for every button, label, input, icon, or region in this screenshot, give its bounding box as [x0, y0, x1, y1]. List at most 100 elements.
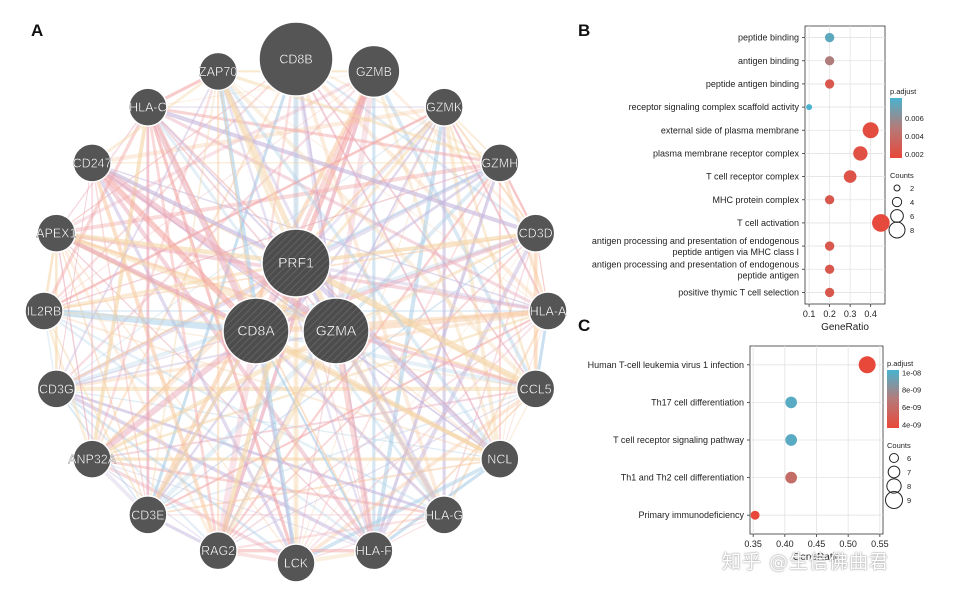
network-edge	[55, 231, 257, 334]
network-edge	[90, 106, 150, 460]
node-circle	[354, 530, 394, 571]
node-gzmk: GZMK	[424, 87, 464, 127]
network-edge	[333, 329, 447, 517]
panel-letter-c: C	[578, 316, 591, 335]
node-circle	[480, 143, 520, 183]
network-edge	[217, 71, 257, 332]
node-circle	[424, 87, 464, 127]
network-edge	[372, 70, 538, 390]
network-edge	[56, 309, 549, 391]
node-label: GZMH	[481, 156, 518, 170]
network-edge	[145, 105, 259, 333]
legend-size-title: Counts	[887, 441, 911, 450]
network-edge	[215, 329, 339, 552]
network-edge	[332, 330, 377, 552]
node-cd8a: CD8A	[222, 297, 290, 365]
node-label: CD3G	[39, 382, 74, 396]
network-edge	[147, 106, 297, 264]
network-edge	[91, 309, 549, 461]
node-label: NCL	[487, 453, 512, 467]
watermark: 知乎 @生信佛曲君	[722, 551, 890, 573]
network-edge	[294, 57, 550, 313]
network-edge	[295, 231, 536, 265]
dot-point	[806, 104, 813, 111]
node-hla-a: HLA-A	[528, 291, 568, 331]
category-label: Primary immunodeficiency	[638, 510, 744, 520]
legend-color-tick: 1e-08	[902, 368, 921, 377]
node-circle	[258, 21, 334, 97]
node-cd3g: CD3G	[36, 369, 77, 409]
dot-point	[785, 396, 797, 409]
dot-point	[853, 146, 868, 161]
node-circle	[24, 291, 64, 331]
node-label: CD247	[73, 156, 112, 170]
dot-point	[862, 122, 879, 139]
legend-size-circle	[886, 478, 902, 494]
network-edge	[55, 233, 93, 460]
network-edge	[335, 329, 537, 391]
node-label: CD8B	[279, 53, 312, 67]
node-gzmh: GZMH	[480, 143, 520, 183]
network-edge	[214, 330, 260, 552]
dot-point	[824, 32, 835, 43]
x-tick-label: 0.45	[808, 539, 826, 549]
node-label: GZMK	[426, 101, 463, 115]
node-circle	[261, 228, 331, 298]
network-edge	[55, 232, 297, 564]
node-circle	[198, 51, 238, 92]
network-edge	[294, 260, 538, 392]
network-edge	[91, 58, 297, 460]
network-edge	[255, 231, 537, 333]
dot-point	[824, 241, 835, 251]
category-label: T cell receptor complex	[706, 172, 799, 182]
network-edge	[216, 69, 538, 391]
network-edge	[55, 230, 337, 334]
network-edge	[55, 69, 375, 235]
network-edge	[55, 232, 375, 552]
node-circle	[276, 543, 316, 583]
network-edge	[55, 70, 375, 390]
node-circle	[198, 530, 238, 571]
network-edge	[55, 387, 375, 553]
network-edge	[217, 513, 445, 552]
node-label: CD3D	[519, 227, 553, 241]
category-label: external side of plasma membrane	[661, 125, 799, 135]
network-edge	[43, 58, 297, 312]
network-edge	[293, 58, 339, 332]
network-edge	[55, 106, 445, 390]
network-edges	[42, 57, 550, 565]
legend-size-label: 8	[907, 482, 911, 491]
network-edge	[91, 329, 337, 461]
network-edge	[43, 70, 375, 312]
node-cd3e: CD3E	[128, 495, 168, 535]
network-edge	[91, 457, 297, 565]
network-edge	[90, 328, 258, 462]
network-edge	[217, 70, 549, 312]
network-edge	[443, 106, 549, 312]
gene-network: CD8BGZMBGZMKGZMHCD3DHLA-ACCL5NCLHLA-GHLA…	[24, 21, 568, 583]
network-edge	[295, 58, 501, 164]
network-edge	[254, 329, 446, 516]
node-gzma: GZMA	[302, 297, 370, 365]
network-edge	[217, 388, 536, 552]
node-circle	[528, 291, 568, 331]
network-edge	[443, 310, 550, 516]
category-label: plasma membrane receptor complex	[653, 148, 800, 158]
network-edge	[295, 58, 501, 460]
network-edge	[147, 105, 537, 236]
dot-point	[858, 356, 876, 374]
legend-color-tick: 4e-09	[902, 421, 921, 430]
node-label: HLA-A	[530, 305, 567, 319]
legend-size-label: 6	[907, 454, 911, 463]
network-edge	[216, 70, 502, 461]
legend-size-circle	[890, 209, 904, 223]
plot-frame	[804, 25, 886, 305]
legend-color-title: p.adjust	[890, 87, 917, 96]
network-edge	[294, 261, 502, 461]
node-label: CD3E	[131, 508, 164, 522]
network-edge	[499, 233, 537, 460]
legend-size-circle	[893, 184, 901, 192]
x-tick-label: 0.3	[844, 309, 857, 319]
x-axis-label: GeneRatio	[821, 322, 869, 333]
